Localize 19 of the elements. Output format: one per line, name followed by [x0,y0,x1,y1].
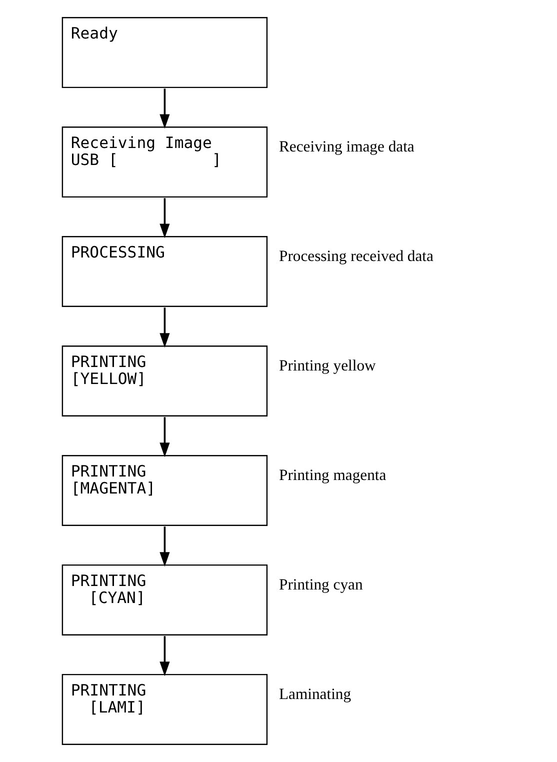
node-label: Printing magenta [278,467,386,484]
arrow [159,636,170,676]
node-box: Receiving Image USB [ ] [61,126,268,198]
node-box: PROCESSING [61,236,268,307]
node-box: PRINTING [LAMI] [61,674,268,745]
node-label: Printing yellow [278,358,376,375]
node-label: Receiving image data [278,138,414,156]
node-box: PRINTING [YELLOW] [61,346,268,416]
node-box: PRINTING [MAGENTA] [61,455,268,526]
arrow [159,88,170,129]
node-box: Ready [61,17,268,88]
arrow [159,198,170,238]
node-label: Processing received data [278,248,433,266]
node-box: PRINTING [CYAN] [61,564,268,636]
arrow [159,417,170,458]
node-label: Printing cyan [278,576,362,594]
arrow [159,526,170,567]
node-label: Laminating [278,686,351,704]
arrow [159,308,170,348]
